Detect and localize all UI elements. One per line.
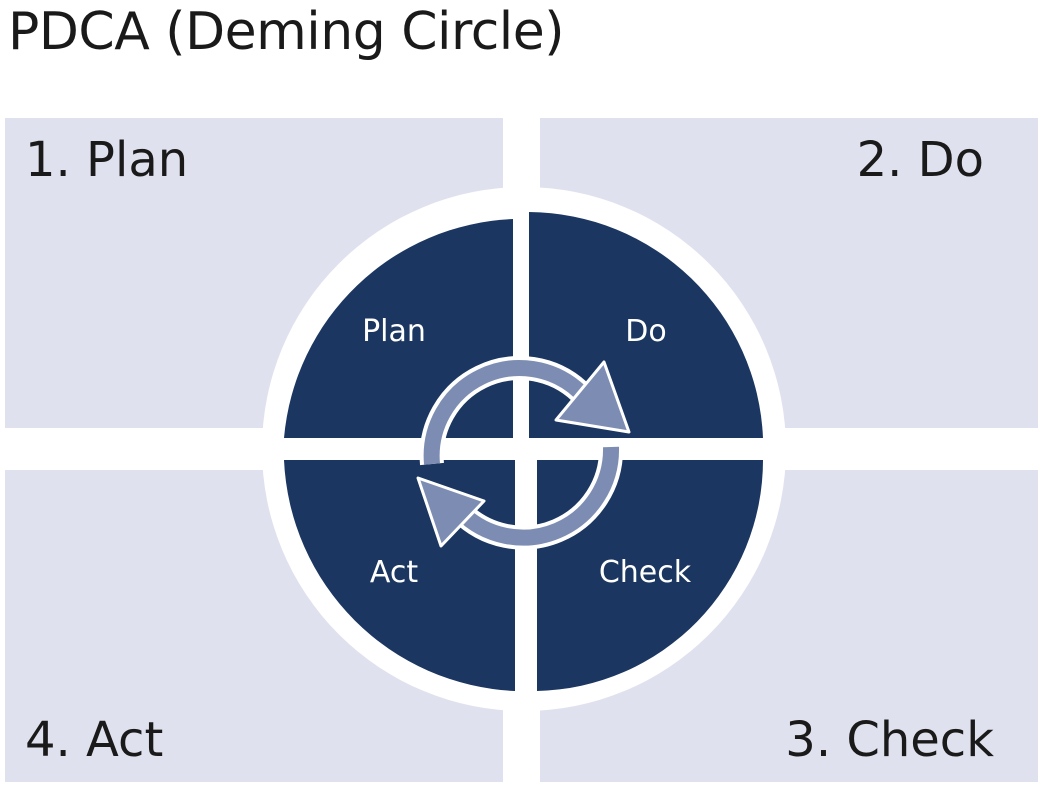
wheel-outer-ring <box>262 187 786 711</box>
quadrant-do-label: 2. Do <box>856 132 984 188</box>
quadrant-act-label: 4. Act <box>25 712 164 768</box>
cycle-arrows-icon <box>416 356 631 550</box>
wheel-label-do: Do <box>625 314 666 349</box>
wheel-label-act: Act <box>370 555 418 590</box>
wheel-label-plan: Plan <box>362 314 426 349</box>
diagram-title: PDCA (Deming Circle) <box>8 2 565 62</box>
quadrant-check-label: 3. Check <box>785 712 994 768</box>
quadrant-plan-label: 1. Plan <box>25 132 189 188</box>
wheel-label-check: Check <box>599 555 692 590</box>
